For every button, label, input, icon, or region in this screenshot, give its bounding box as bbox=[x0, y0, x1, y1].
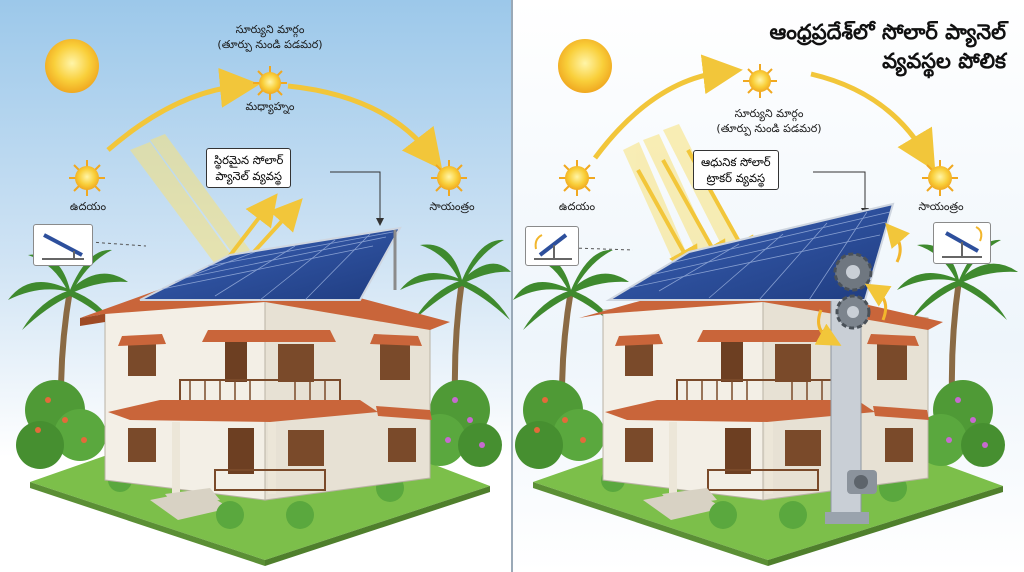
sunlight-beams bbox=[130, 134, 250, 268]
solar-panel-icon bbox=[139, 226, 402, 301]
gear-icon bbox=[833, 252, 873, 330]
palm-tree-icon bbox=[400, 239, 511, 421]
callout-line-2: ప్యానెల్ వ్యవస్థ bbox=[215, 169, 282, 183]
sunrise-label: ఉదయం bbox=[558, 200, 596, 213]
fixed-system-callout: స్థిరమైన సోలార్ ప్యానెల్ వ్యవస్థ bbox=[206, 148, 292, 188]
sunlight-arrow bbox=[636, 169, 699, 279]
sun-path-title: సూర్యుని మార్గం (తూర్పు నుండి పడమర) bbox=[699, 106, 839, 136]
sun-path-label: సూర్యుని మార్గం bbox=[734, 107, 804, 120]
tracker-mount-icon bbox=[534, 233, 572, 260]
sun-path-direction: (తూర్పు నుండి పడమర) bbox=[716, 122, 822, 135]
callout-line-1: స్థిరమైన సోలార్ bbox=[214, 153, 284, 167]
sun-path-arrow-morning bbox=[106, 67, 260, 152]
callout-line-1: ఆధునిక సోలార్ bbox=[701, 155, 771, 169]
title-line-2: వ్యవస్థల పోలిక bbox=[882, 49, 1006, 73]
tracker-system-scene bbox=[513, 39, 1018, 566]
tracker-system-panel: ఆంధ్రప్రదేశ్‌లో సోలార్ ప్యానెల్ వ్యవస్థల… bbox=[513, 0, 1024, 572]
flower-bushes bbox=[515, 380, 1005, 529]
callout-line-2: ట్రాకర్ వ్యవస్థ bbox=[706, 171, 766, 185]
sun-icon bbox=[743, 64, 777, 98]
sunlight-arrow bbox=[661, 159, 727, 274]
sun-path-direction: (తూర్పు నుండి పడమర) bbox=[217, 38, 323, 51]
panel-divider bbox=[511, 0, 513, 572]
palm-tree-icon bbox=[513, 249, 629, 431]
sun-path-arrow-evening bbox=[810, 71, 936, 172]
title-line-1: ఆంధ్రప్రదేశ్‌లో సోలార్ ప్యానెల్ bbox=[769, 20, 1007, 44]
tracker-mount-icon bbox=[942, 226, 983, 258]
rotation-arrow-icon bbox=[814, 309, 842, 346]
house-icon bbox=[80, 226, 450, 506]
noon-label: మధ్యాహ్నం bbox=[245, 100, 295, 113]
sun-icon bbox=[922, 160, 958, 196]
tracker-icon-box-right bbox=[933, 222, 991, 264]
sunset-label: సాయంత్రం bbox=[429, 200, 475, 213]
sun-path-arrow-evening bbox=[287, 83, 443, 170]
rotation-arrow-icon bbox=[864, 283, 892, 321]
sun-icon bbox=[45, 39, 99, 93]
sun-path-label: సూర్యుని మార్గం bbox=[235, 23, 305, 36]
sun-icon bbox=[253, 66, 287, 100]
sunset-label: సాయంత్రం bbox=[918, 200, 964, 213]
page-title: ఆంధ్రప్రదేశ్‌లో సోలార్ ప్యానెల్ వ్యవస్థల… bbox=[770, 18, 1007, 76]
reflection-arrow bbox=[223, 193, 278, 264]
sun-icon bbox=[559, 160, 595, 196]
sun-path-arrow-morning bbox=[592, 54, 743, 160]
tracker-icon-box-left bbox=[525, 226, 579, 266]
sun-icon bbox=[69, 160, 105, 196]
sunrise-label: ఉదయం bbox=[69, 200, 107, 213]
reflection-arrow bbox=[250, 198, 303, 256]
rotation-arrow-icon bbox=[885, 222, 910, 263]
sun-icon bbox=[431, 160, 467, 196]
sun-path-title: సూర్యుని మార్గం (తూర్పు నుండి పడమర) bbox=[200, 22, 340, 52]
fixed-mount-icon bbox=[42, 233, 84, 260]
house-icon bbox=[579, 290, 943, 506]
fixed-system-scene bbox=[8, 39, 511, 566]
fixed-system-panel: సూర్యుని మార్గం (తూర్పు నుండి పడమర) మధ్య… bbox=[0, 0, 511, 572]
sun-icon bbox=[558, 39, 612, 93]
fixed-mount-icon-box bbox=[33, 224, 93, 266]
tracker-system-callout: ఆధునిక సోలార్ ట్రాకర్ వ్యవస్థ bbox=[693, 150, 779, 190]
